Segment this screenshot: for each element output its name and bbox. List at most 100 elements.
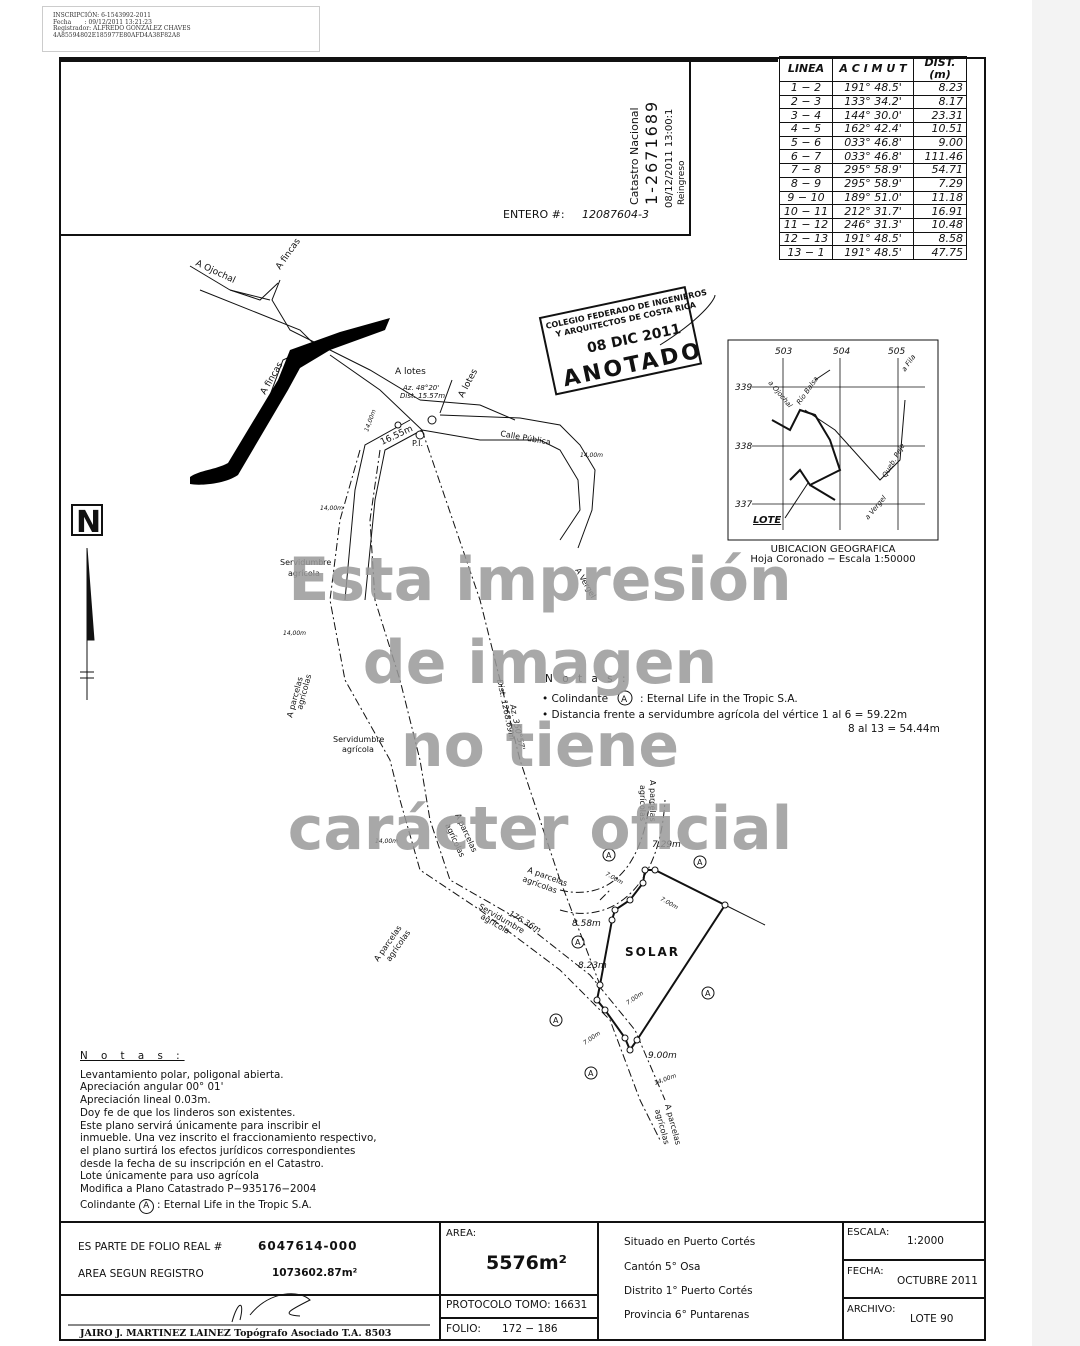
note-line: Levantamiento polar, poligonal abierta. [80,1068,284,1081]
svg-text:A: A [553,1016,559,1025]
map-col-503: 503 [775,347,792,357]
plan-notes-distancia-2: 8 al 13 = 54.44m [848,723,940,735]
notes-heading: N o t a s : [80,1050,185,1062]
label-9-00: 9.00m [648,1051,677,1061]
surveyor-signature [231,1293,311,1323]
plan-notes-colindante-value: : Eternal Life in the Tropic S.A. [640,693,798,705]
catastro-title: Catastro Nacional [628,107,641,205]
svg-text:A: A [621,695,628,705]
note-line: Modifica a Plano Catastrado P−935176−200… [80,1183,317,1196]
azimuth-line: 4 − 5 [779,122,833,137]
note-line: Apreciación angular 00° 01' [80,1081,224,1094]
colindante-label: Colindante [80,1198,136,1211]
note-line: el plano surtirá los efectos jurídicos c… [80,1144,356,1157]
azimuth-line: 10 − 11 [779,204,833,219]
header-box [60,58,691,236]
fecha-value: OCTUBRE 2011 [897,1275,978,1287]
colindante-mark: A [138,1198,154,1214]
label-a-fincas: A fincas [274,237,303,272]
azimuth-distance: 10.51 [913,122,967,137]
area-registro-label: AREA SEGUN REGISTRO [78,1268,204,1280]
protocolo-tomo: PROTOCOLO TOMO: 16631 [446,1299,588,1311]
catastro-datetime: 08/12/2011 13:00:1 [664,109,675,208]
river-balsa [190,318,390,485]
label-dist-pi: Dist. 15.57m [400,392,445,400]
colindante-value: : Eternal Life in the Tropic S.A. [157,1198,312,1211]
header-linea: LINEA [779,56,833,82]
map-subtitle: Hoja Coronado − Escala 1:50000 [750,554,915,565]
azimuth-value: 033° 46.8' [832,149,914,165]
azimuth-line: 5 − 6 [779,135,833,151]
page-margin-strip [1032,0,1080,1346]
area-value: 5576m² [486,1252,568,1274]
label-agricolas-5: agrícolas [638,785,647,821]
map-col-505: 505 [888,347,905,357]
azimuth-distance: 7.29 [913,176,967,192]
azimuth-line: 8 − 9 [779,176,833,192]
area-registro-value: 1073602.87m² [272,1267,358,1279]
location-map: 503 504 505 339 338 337 a Ojochal Río Ba… [727,339,939,565]
azimuth-value: 295° 58.9' [832,176,914,192]
vertex-markers [593,866,729,1054]
catastro-type: Reingreso [677,160,687,205]
note-line: desde la fecha de su inscripción en el C… [80,1157,324,1170]
azimuth-distance: 111.46 [913,149,967,165]
escala-value: 1:2000 [907,1235,944,1247]
azimuth-value: 189° 51.0' [832,190,914,206]
azimuth-line: 7 − 8 [779,163,833,178]
title-block-grid [60,1221,985,1340]
cfia-stamp: COLEGIO FEDERADO DE INGENIEROS Y ARQUITE… [538,286,708,396]
label-14m-2: 14,00m [580,452,603,459]
svg-text:A: A [606,851,612,860]
header-dist: DIST.(m) [913,56,967,82]
plan-notes-heading: N o t a s : [545,673,629,685]
azimuth-value: 191° 48.5' [832,231,914,247]
azimuth-value: 246° 31.3' [832,217,914,233]
area-label: AREA: [446,1228,477,1239]
azimuth-value: 033° 46.8' [832,135,914,151]
azimuth-value: 144° 30.0' [832,108,914,124]
label-a-parcelas-5: A parcelas [648,780,657,822]
provincia: Provincia 6° Puntarenas [624,1309,750,1321]
azimuth-line: 3 − 4 [779,108,833,124]
surveyor-name: JAIRO J. MARTINEZ LAINEZ Topógrafo Asoci… [80,1328,392,1339]
distrito: Distrito 1° Puerto Cortés [624,1285,753,1297]
svg-text:A: A [575,938,581,947]
situado: Situado en Puerto Cortés [624,1236,756,1248]
label-7m-4: 7.00m [582,1030,602,1047]
label-servidumbre-1: Servidumbre [280,558,331,567]
folio-label-2: FOLIO: [446,1323,481,1335]
azimuth-value: 133° 34.2' [832,94,914,110]
label-7-29: 7.29m [652,840,681,850]
label-14m-5: 14,00m [375,838,398,845]
entero-label: ENTERO #: [503,208,565,221]
north-label: N [76,505,101,540]
azimuth-line: 12 − 13 [779,231,833,247]
azimuth-value: 295° 58.9' [832,163,914,178]
inscripcion: INSCRIPCIÓN: 6-1543992-2011 [53,12,151,19]
azimuth-value: 212° 31.7' [832,204,914,219]
notes-colindante: Colindante A : Eternal Life in the Tropi… [80,1198,377,1214]
azimuth-distance: 8.58 [913,231,967,247]
header-acimut: A C I M U T [832,56,914,82]
north-arrow: N [71,504,103,700]
note-line: inmueble. Una vez inscrito el fraccionam… [80,1132,377,1145]
solar-label: SOLAR [625,945,680,959]
watermark: Esta impresión de imagen no tiene caráct… [288,545,792,864]
map-lote: LOTE [753,515,781,526]
azimuth-distance: 8.17 [913,94,967,110]
watermark-line-4: carácter oficial [288,794,792,864]
azimuth-distance: 9.00 [913,135,967,151]
folio-value-2: 172 − 186 [502,1323,558,1335]
catastro-number: 1-2671689 [642,100,661,205]
archivo-value: LOTE 90 [910,1313,954,1325]
